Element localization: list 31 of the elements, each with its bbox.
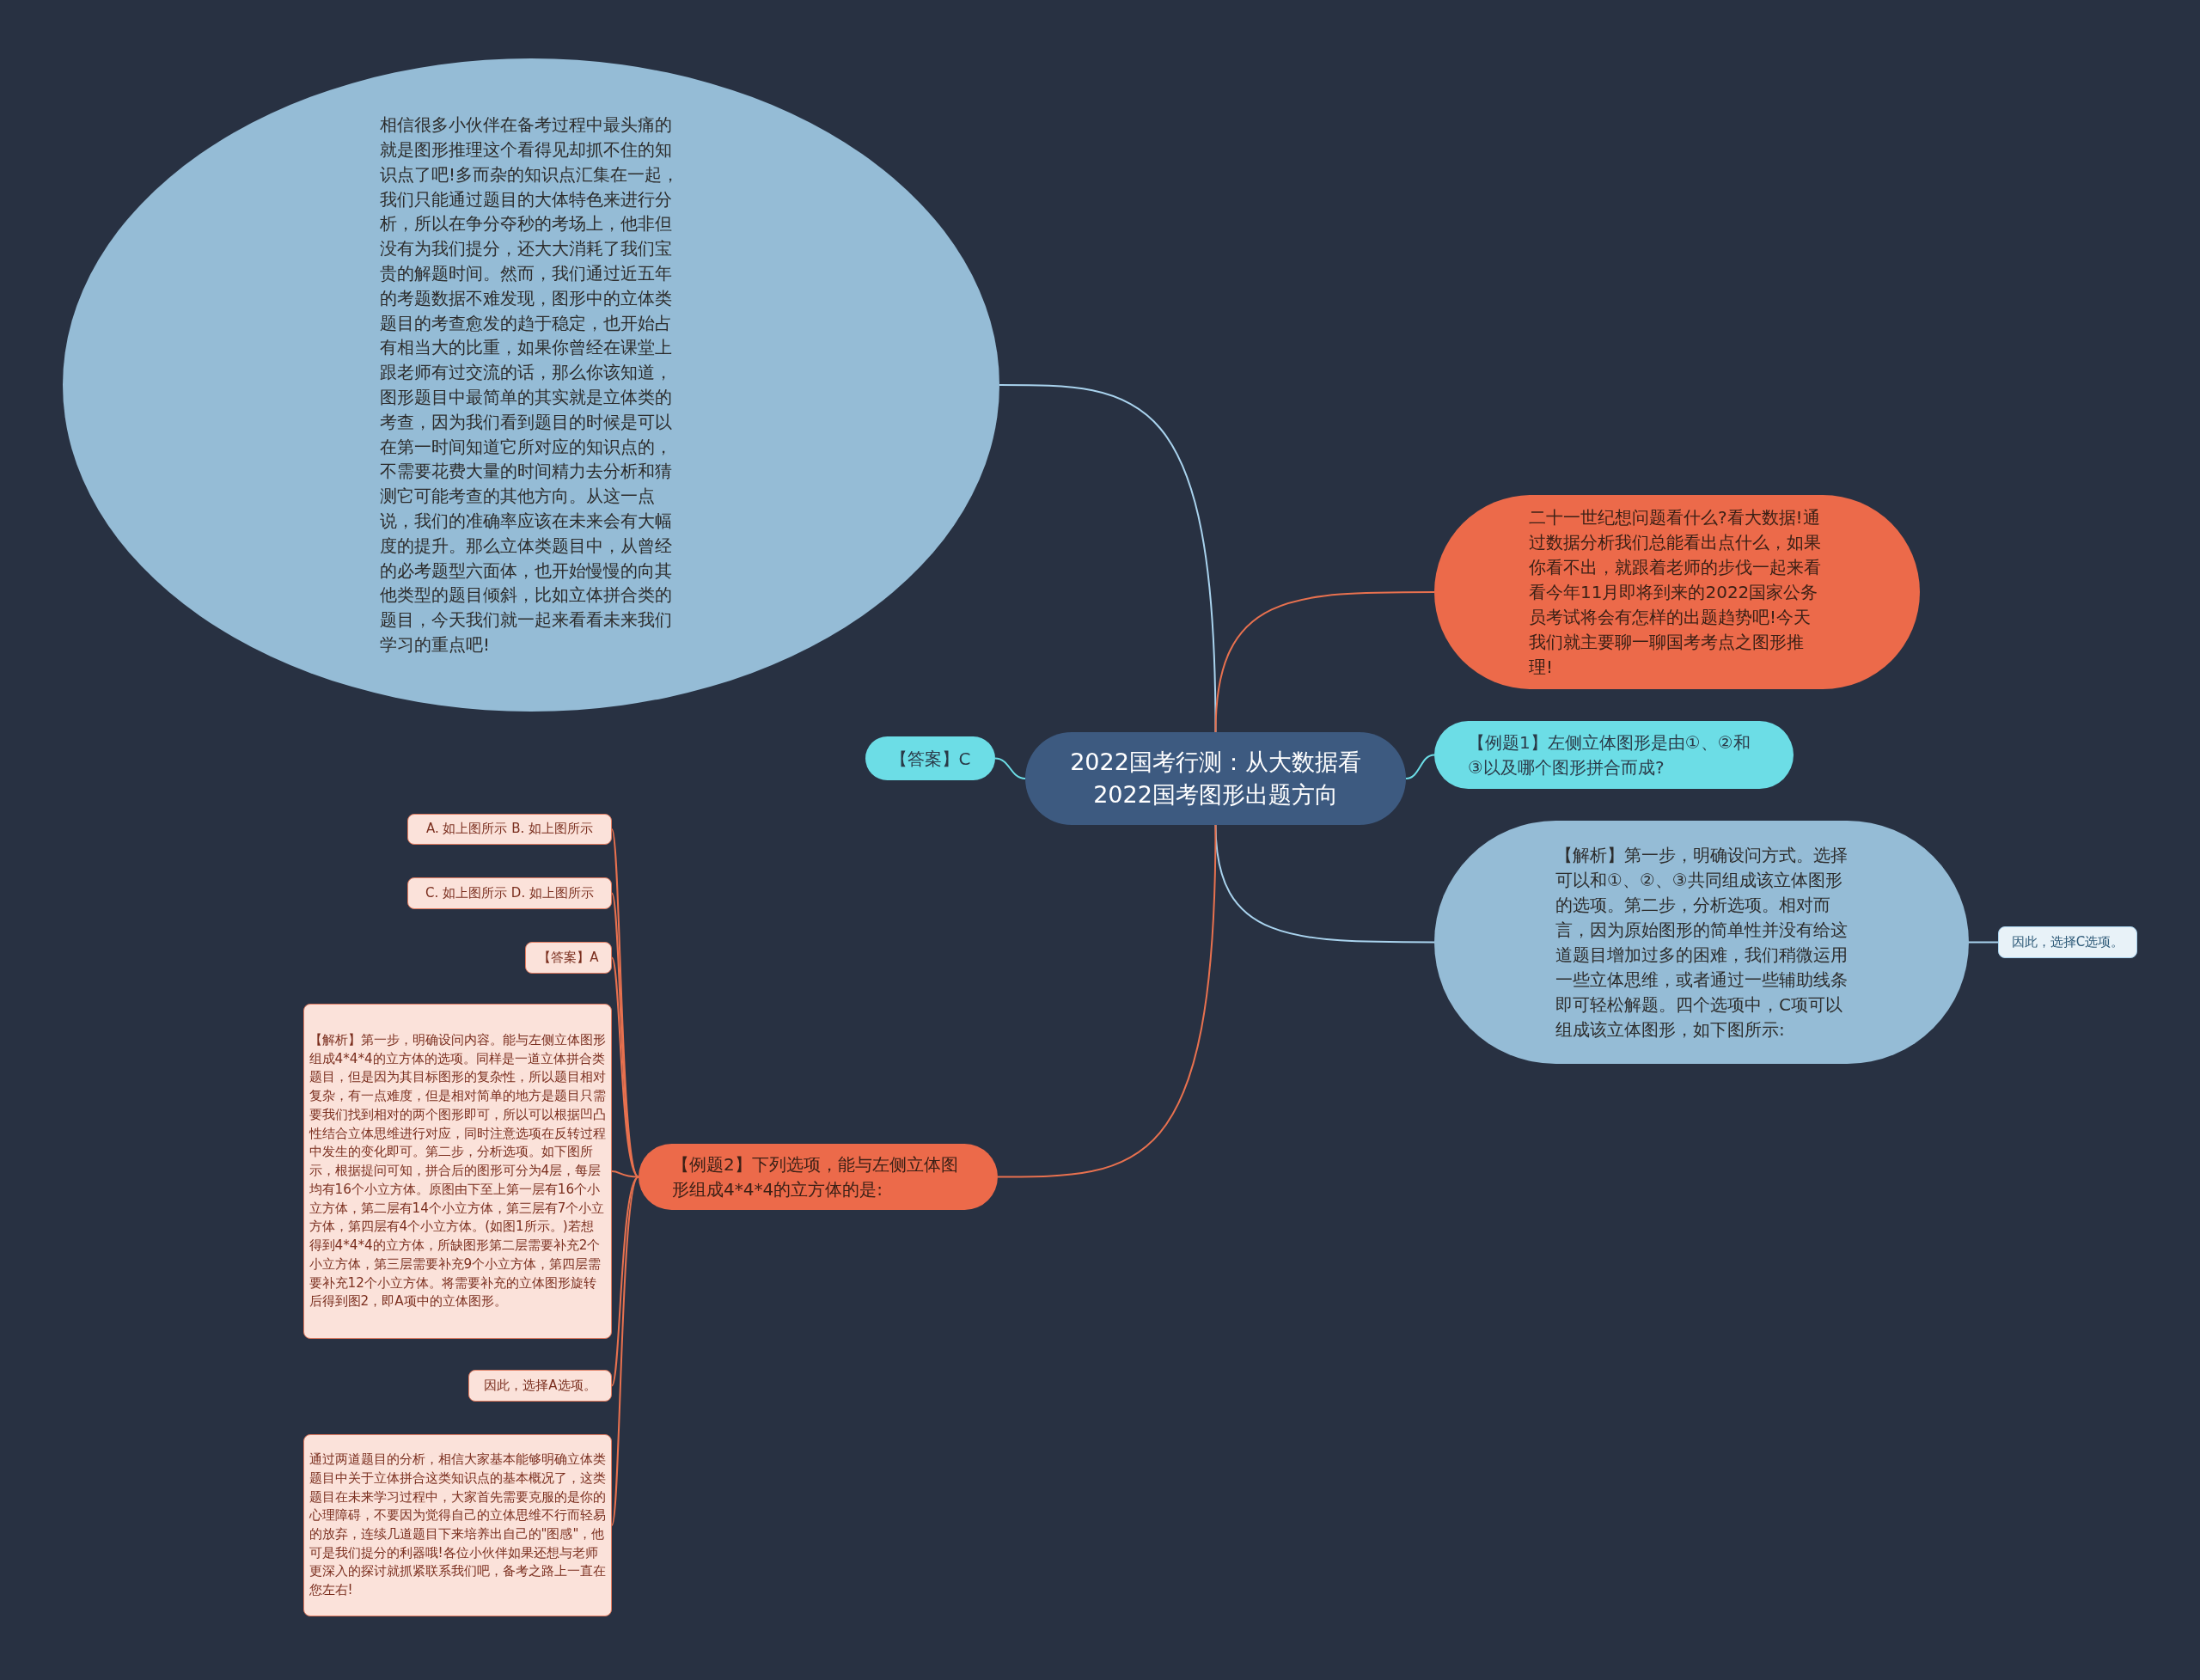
subtopic-box [407,814,612,845]
connector-line [994,757,1026,779]
node-text: C. 如上图所示 D. 如上图所示 [425,884,595,902]
node-text: 通过两道题目的分析，相信大家基本能够明确立体类题目中关于立体拼合这类知识点的基本概况了，这类题目在未来学习过程中，大家首先需要克服的是你的心理障碍，不要因为觉得自己的立体思维不行而轻易的放弃，连续几道题目下来培养出自己的"图感"，他可是我们提分的利器哦!各位小伙伴如果还想与老师更深入的探讨就抓紧联系我们吧，备考之路上一直在您左右! [309,1451,607,1600]
connector-line [997,824,1217,1178]
node-text: 【解析】第一步，明确设问方式。选择可以和①、②、③共同组成该立体图形的选项。第二步，分析选项。相对而言，因为原始图形的简单性并没有给这道题目增加过多的困难，我们稍微运用一些立体思维，或者通过一些辅助线条即可轻松解题。四个选项中，C项可以组成该立体图形，如下图所示: [1555,843,1848,1042]
connector-line [611,1170,639,1178]
node-text: 因此，选择A选项。 [483,1377,597,1395]
node-text: 【答案】A [537,949,600,967]
node-text: 相信很多小伙伴在备考过程中最头痛的就是图形推理这个看得见却抓不住的知识点了吧!多而杂的知识点汇集在一起，我们只能通过题目的大体特色来进行分析，所以在争分夺秒的考场上，他非但没有为我们提分，还大大消耗了我们宝贵的解题时间。然而，我们通过近五年的考题数据不难发现，图形中的立体类题目的考查愈发的趋于稳定，也开始占有相当大的比重，如果你曾经在课堂上跟老师有过交流的话，那么你该知道，图形题目中最简单的其实就是立体类的考查，因为我们看到题目的时候是可以在第一时间知道它所对应的知识点的，不需要花费大量的时间精力去分析和猜测它可能考查的其他方向。从这一点说，我们的准确率应该在未来会有大幅度的提升。那么立体类题目中，从曾经的必考题型六面体，也开始慢慢的向其他类型的题目倾斜，比如立体拼合类的题目，今天我们就一起来看看未来我们学习的重点吧! [380,113,681,657]
subtopic-box [525,942,612,974]
node-text: 【解析】第一步，明确设问内容。能与左侧立体图形组成4*4*4的立方体的选项。同样是一道立体拼合类题目，但是因为其目标图形的复杂性，所以题目相对复杂，有一点难度，但是相对简单的地方是题目只需要我们找到相对的两个图形即可，所以可以根据凹凸性结合立体思维进行对应，同时注意选项在反转过程中发生的变化即可。第二步，分析选项。如下图所示，根据提问可知，拼合后的图形可分为4层，每层均有16个小立方体。原图由下至上第一层有16个小立方体，第二层有14个小立方体，第三层有7个小立方体，第四层有4个小立方体。(如图1所示。)若想得到4*4*4的立方体，所缺图形第二层需要补充2个小立方体，第三层需要补充9个小立方体，第四层需要补充12个小立方体。将需要补充的立体图形旋转后得到图2，即A项中的立体图形。 [309,1031,607,1311]
connector-line [1214,591,1435,733]
subtopic-box [303,1004,612,1339]
subtopic-box [1998,926,2137,958]
node-text: 【例题2】下列选项，能与左侧立体图形组成4*4*4的立方体的是: [672,1152,959,1201]
topic-pill [865,736,995,780]
subtopic-box [407,877,612,909]
subtopic-box [468,1370,612,1402]
subtopic-box [303,1434,612,1616]
connector-line [1214,824,1435,944]
node-text: 【例题1】左侧立体图形是由①、②和③以及哪个图形拼合而成? [1468,730,1751,779]
node-text: 【答案】C [889,747,972,770]
connector-line [1405,754,1435,779]
node-text: 二十一世纪想问题看什么?看大数据!通过数据分析我们总能看出点什么，如果你看不出，就跟着老师的步伐一起来看看今年11月即将到来的2022国家公务员考试将会有怎样的出题趋势吧!今天我们就主要聊一聊国考考点之图形推理! [1529,505,1822,679]
connector-line [1968,941,1999,944]
node-text: 因此，选择C选项。 [2010,933,2125,951]
connector-line [999,384,1217,733]
connector-line [611,1176,639,1526]
node-text: A. 如上图所示 B. 如上图所示 [425,821,595,838]
node-text: 2022国考行测：从大数据看2022国考图形出题方向 [1069,748,1362,809]
